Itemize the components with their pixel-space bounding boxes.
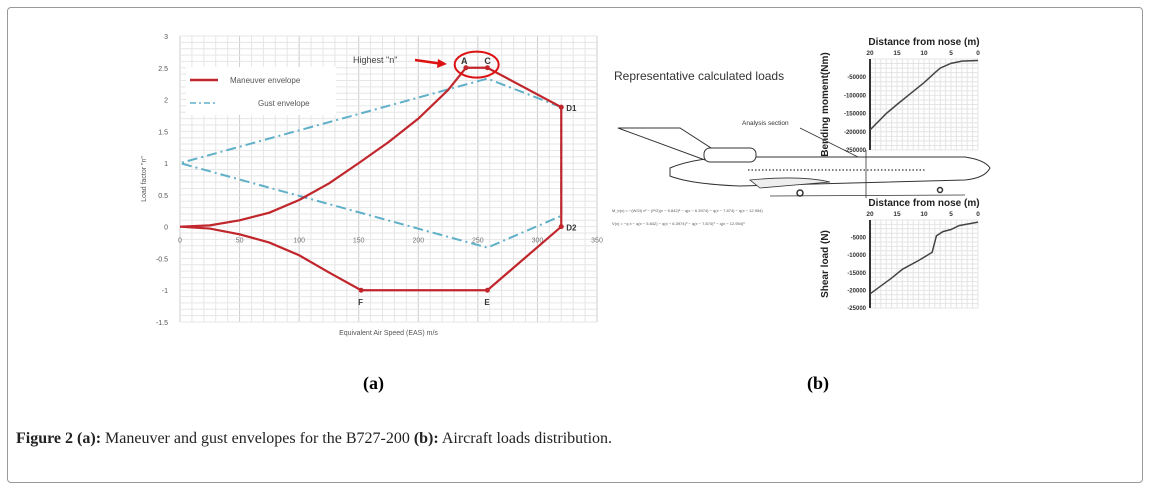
label-D1: D1 — [566, 104, 577, 113]
bending-chart-x-tick: 0 — [976, 50, 980, 57]
shear-chart-x-tick: 20 — [866, 211, 874, 218]
shear-chart-x-tick: 5 — [949, 211, 953, 218]
engine-nacelle — [703, 147, 757, 163]
y-axis-label: Load factor "n" — [141, 156, 148, 202]
shear-chart-y-tick: -5000 — [851, 236, 867, 242]
x-tick-label: 50 — [236, 238, 244, 245]
y-tick-label: 1.5 — [158, 129, 168, 136]
shear-chart-line — [869, 221, 979, 295]
legend-box — [186, 67, 336, 115]
shear-chart-y-label: Shear load (N) — [820, 230, 831, 298]
shear-chart-title: Distance from nose (m) — [868, 198, 979, 209]
bending-chart-y-tick: -250000 — [844, 148, 867, 154]
equation-bending: M_b(x) = −(W/2l) x² − (P/2)(x − 5.842)² … — [612, 208, 763, 213]
shear-chart-y-tick: -20000 — [847, 288, 866, 294]
label-E: E — [484, 298, 490, 307]
y-tick-label: -1.5 — [156, 320, 168, 327]
y-tick-label: 1 — [164, 161, 168, 168]
point-D2 — [558, 224, 564, 230]
bending-chart-title: Distance from nose (m) — [868, 37, 979, 48]
bending-chart-x-tick: 10 — [920, 50, 928, 57]
equation-shear: V(x) = −q x − q(x − 5.842) − q(x − 6.397… — [612, 221, 745, 226]
legend-gust-label: Gust envelope — [258, 99, 310, 108]
x-tick-label: 0 — [178, 238, 182, 245]
shear-chart-y-tick: -25000 — [847, 306, 866, 312]
label-F: F — [358, 298, 363, 307]
y-tick-label: 2.5 — [158, 66, 168, 73]
caption-b: (b): — [413, 430, 439, 447]
nose-gear-icon — [936, 186, 944, 194]
bending-chart-y-tick: -150000 — [844, 112, 867, 118]
shear-chart-y-tick: -10000 — [847, 253, 866, 259]
bending-chart-x-tick: 5 — [949, 50, 953, 57]
shear-chart-x-tick: 0 — [976, 211, 980, 218]
x-tick-label: 100 — [293, 238, 305, 245]
y-tick-label: -1 — [162, 288, 168, 295]
shear-chart-y-tick: -15000 — [847, 271, 866, 277]
panel-a-label: (a) — [363, 373, 384, 393]
analysis-section-leader — [799, 127, 867, 162]
label-C: C — [484, 56, 491, 66]
analysis-section-label: Analysis section — [742, 120, 789, 127]
highest-n-label: Highest "n" — [353, 55, 397, 65]
point-E — [484, 287, 490, 293]
x-tick-label: 300 — [532, 238, 544, 245]
x-tick-label: 350 — [591, 238, 603, 245]
point-D1 — [558, 104, 564, 110]
arrow-head-icon — [437, 59, 447, 68]
x-tick-label: 250 — [472, 238, 484, 245]
label-A: A — [461, 56, 468, 66]
maneuver-envelope-line — [179, 66, 563, 292]
y-tick-label: -0.5 — [156, 256, 168, 263]
bending-chart-x-tick: 20 — [866, 50, 874, 57]
caption-text-1: Maneuver and gust envelopes for the B727… — [101, 430, 414, 447]
y-tick-label: 3 — [164, 34, 168, 41]
main-gear-icon — [796, 189, 804, 197]
point-A — [463, 65, 469, 71]
figure-frame — [7, 7, 1143, 483]
bending-chart-y-tick: -50000 — [847, 75, 866, 81]
diagram-title: Representative calculated loads — [614, 69, 784, 83]
caption-fig: Figure 2 (a): — [16, 430, 102, 447]
point-F — [358, 287, 364, 293]
bending-chart-line — [869, 59, 979, 131]
x-tick-label: 150 — [353, 238, 365, 245]
shear-chart-x-tick: 15 — [893, 211, 901, 218]
caption-text-2: Aircraft loads distribution. — [438, 430, 613, 447]
x-axis-label: Equivalent Air Speed (EAS) m/s — [339, 330, 438, 337]
label-D2: D2 — [566, 224, 577, 233]
y-tick-label: 0 — [164, 225, 168, 232]
bending-chart-y-label: Bending moment(Nm) — [820, 52, 831, 156]
point-C — [484, 65, 490, 71]
shear-chart-x-tick: 10 — [920, 211, 928, 218]
panel-b-label: (b) — [807, 373, 829, 393]
y-tick-label: 2 — [164, 98, 168, 105]
bending-chart-x-tick: 15 — [893, 50, 901, 57]
figure-caption: Figure 2 (a): Maneuver and gust envelope… — [16, 430, 612, 448]
x-tick-label: 200 — [412, 238, 424, 245]
wing — [748, 177, 831, 189]
bending-chart-y-tick: -200000 — [844, 130, 867, 136]
highest-n-circle — [453, 50, 500, 79]
y-tick-label: 0.5 — [158, 193, 168, 200]
legend-maneuver-label: Maneuver envelope — [230, 76, 301, 85]
bending-chart-y-tick: -100000 — [844, 93, 867, 99]
ground-line — [769, 194, 966, 197]
